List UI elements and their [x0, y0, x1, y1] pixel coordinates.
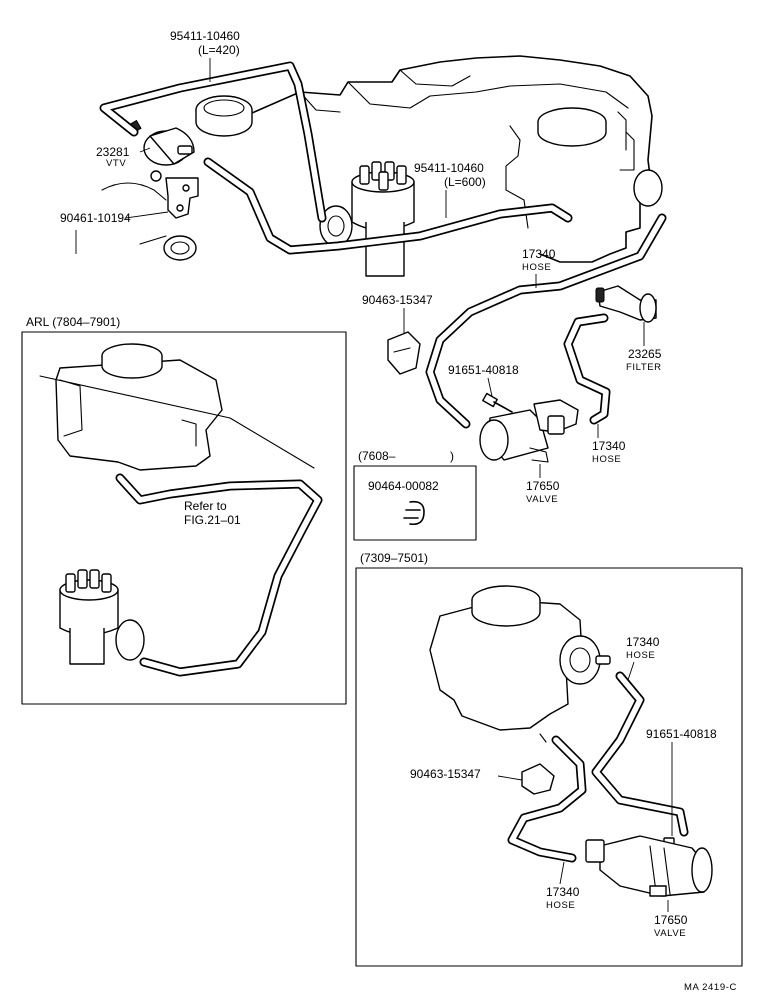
arl-hose [115, 473, 323, 677]
part-note-l420: (L=420) [198, 43, 240, 57]
label-7309-screw: 91651-40818 [646, 727, 717, 836]
svg-text:(7608–: (7608– [358, 449, 396, 463]
svg-text:17650: 17650 [654, 913, 688, 927]
panel-7309-hoses [507, 671, 689, 863]
label-23265-filter: 23265 FILTER [626, 322, 662, 373]
label-17650-valve: 17650 VALVE [526, 464, 560, 505]
hose-17340-main [425, 213, 667, 429]
arl-carburetor [39, 343, 315, 471]
svg-text:VTV: VTV [106, 158, 126, 169]
svg-text:HOSE: HOSE [626, 650, 655, 661]
hose-95411-l420 [99, 61, 327, 223]
label-7309-valve: 17650 VALVE [654, 900, 688, 939]
label-7309-hose-bottom: 17340 HOSE [546, 861, 580, 911]
refer-line2: FIG.21–01 [184, 513, 241, 527]
svg-text:91651-40818: 91651-40818 [448, 363, 519, 377]
label-17340-hose-right: 17340 HOSE [592, 424, 626, 465]
panel-7608: (7608– ) 90464-00082 [353, 449, 477, 541]
svg-text:(L=600): (L=600) [444, 175, 486, 189]
svg-text:FILTER: FILTER [626, 362, 662, 373]
svg-text:90463-15347: 90463-15347 [410, 767, 481, 781]
part-number-95411-l420: 95411-10460 [170, 29, 240, 43]
svg-text:HOSE: HOSE [592, 454, 621, 465]
svg-text:HOSE: HOSE [522, 262, 551, 273]
vtv-unit [129, 119, 195, 182]
svg-text:VALVE: VALVE [654, 928, 686, 939]
arl-distributor [59, 569, 145, 665]
label-91651-main: 91651-40818 [448, 363, 519, 397]
refer-line1: Refer to [184, 499, 227, 513]
panel-7309: (7309–7501) [355, 551, 743, 967]
svg-text:17650: 17650 [526, 479, 560, 493]
figure-code: MA 2419-C [684, 982, 737, 993]
panel-7309-clamp [521, 763, 555, 795]
svg-text:17340: 17340 [522, 247, 556, 261]
svg-text:90464-00082: 90464-00082 [368, 479, 439, 493]
label-7309-hose-top: 17340 HOSE [626, 635, 660, 681]
label-95411-l420: 95411-10460 (L=420) [170, 29, 240, 82]
label-95411-l600: 95411-10460 (L=600) [414, 161, 486, 218]
svg-text:17340: 17340 [546, 885, 580, 899]
hose-17340-right [563, 313, 611, 425]
label-23281: 23281 VTV [96, 145, 151, 169]
valve-17650 [479, 399, 579, 463]
svg-text:23281: 23281 [96, 145, 130, 159]
svg-text:91651-40818: 91651-40818 [646, 727, 717, 741]
clip-90464 [403, 500, 425, 526]
svg-text:17340: 17340 [592, 439, 626, 453]
clamp-90463 [387, 331, 421, 375]
label-17340-hose-main: 17340 HOSE [522, 247, 556, 288]
svg-text:VALVE: VALVE [526, 494, 558, 505]
panel-7309-title: (7309–7501) [360, 551, 428, 565]
panel-7309-carburetor [429, 585, 611, 743]
svg-text:95411-10460: 95411-10460 [414, 161, 484, 175]
panel-arl: ARL (7804–7901) Refer to FIG.2 [21, 315, 347, 705]
label-90461: 90461-10194 [60, 211, 169, 254]
label-7309-clamp: 90463-15347 [410, 767, 523, 781]
panel-arl-title: ARL (7804–7901) [26, 315, 120, 329]
panel-7309-valve [585, 835, 713, 897]
filter-23265 [595, 285, 657, 323]
screw-91651 [482, 392, 513, 413]
svg-text:23265: 23265 [628, 347, 662, 361]
label-90463-main: 90463-15347 [362, 293, 433, 334]
hose-95411-l600 [203, 157, 573, 255]
bracket-90461 [101, 177, 199, 261]
svg-text:17340: 17340 [626, 635, 660, 649]
svg-text:90463-15347: 90463-15347 [362, 293, 433, 307]
svg-text:90461-10194: 90461-10194 [60, 211, 131, 225]
distributor [319, 161, 415, 277]
svg-text:): ) [450, 449, 454, 463]
svg-text:HOSE: HOSE [546, 900, 575, 911]
